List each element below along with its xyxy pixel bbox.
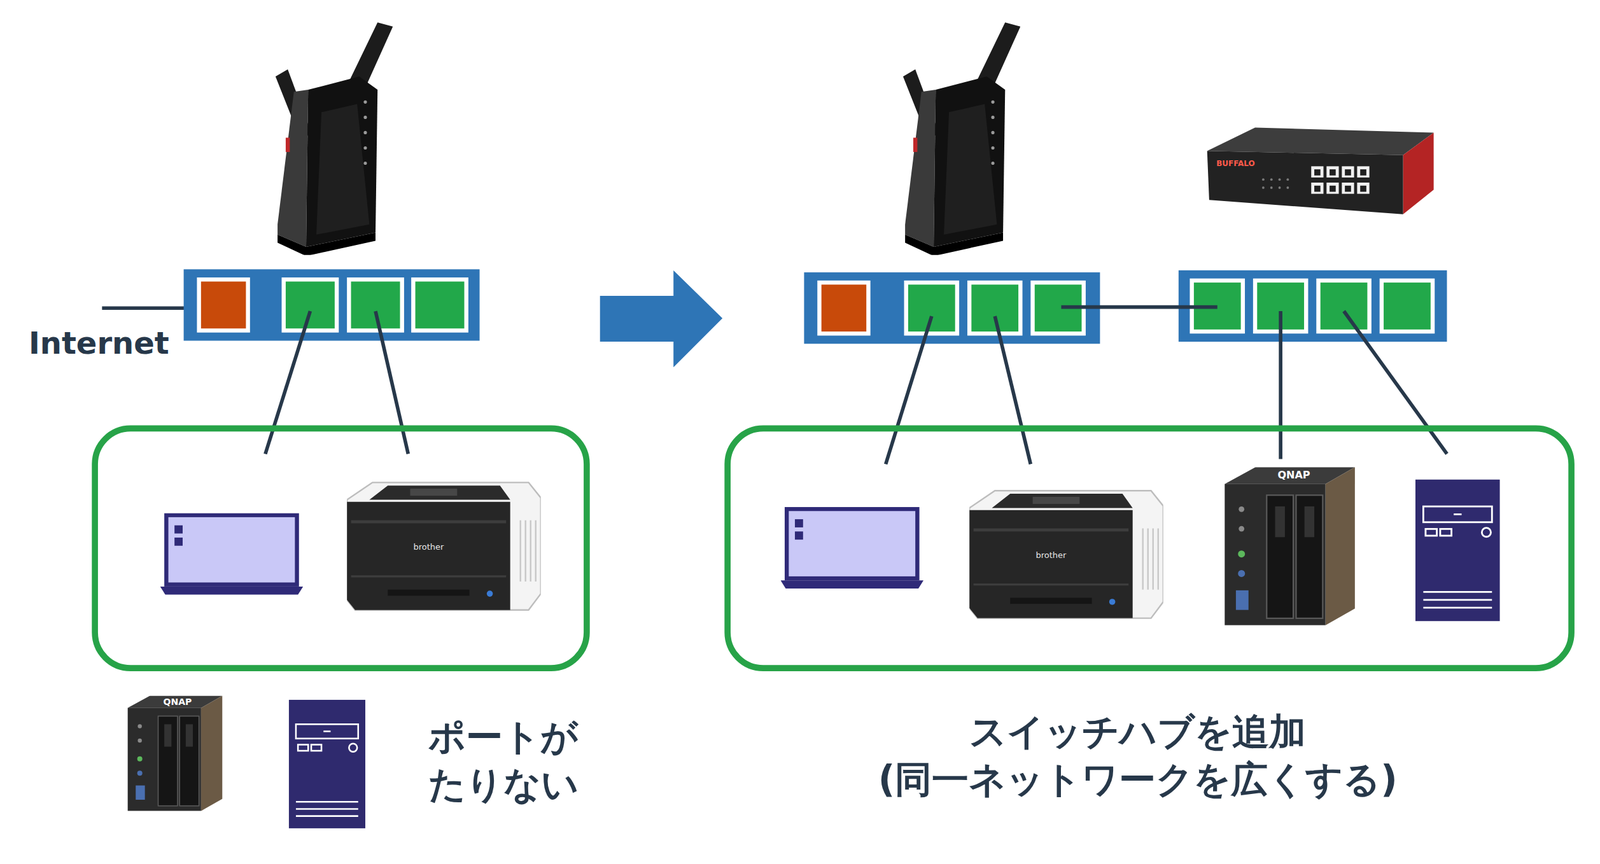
brand-logo: QNAP: [163, 697, 193, 707]
server: [1415, 479, 1501, 622]
nas: [127, 695, 223, 811]
router-ports: [183, 269, 480, 341]
brand-logo: brother: [1035, 551, 1067, 560]
printer: [346, 482, 541, 610]
problem-note: ポートが たりない: [428, 713, 606, 810]
laptop: [160, 515, 303, 596]
lan-wires: [885, 307, 1448, 465]
nas: [1224, 467, 1355, 626]
brand-logo: brother: [413, 542, 444, 552]
network-group: [727, 428, 1572, 669]
switch-ports: [1178, 270, 1448, 342]
lan-wires: [265, 311, 408, 454]
transition-arrow: [600, 270, 723, 368]
network-group: [94, 428, 587, 669]
switch-hub: [1207, 127, 1434, 214]
printer: [969, 490, 1164, 618]
brand-logo: QNAP: [1277, 470, 1310, 481]
solution-note: スイッチハブを追加 (同一ネットワークを広くする): [833, 708, 1443, 805]
server: [288, 700, 366, 829]
laptop: [780, 509, 924, 589]
internet-label: Internet: [28, 323, 170, 363]
brand-logo: BUFFALO: [1216, 159, 1256, 168]
router-ports: [803, 272, 1100, 344]
router: [903, 22, 1021, 256]
router: [275, 22, 393, 256]
